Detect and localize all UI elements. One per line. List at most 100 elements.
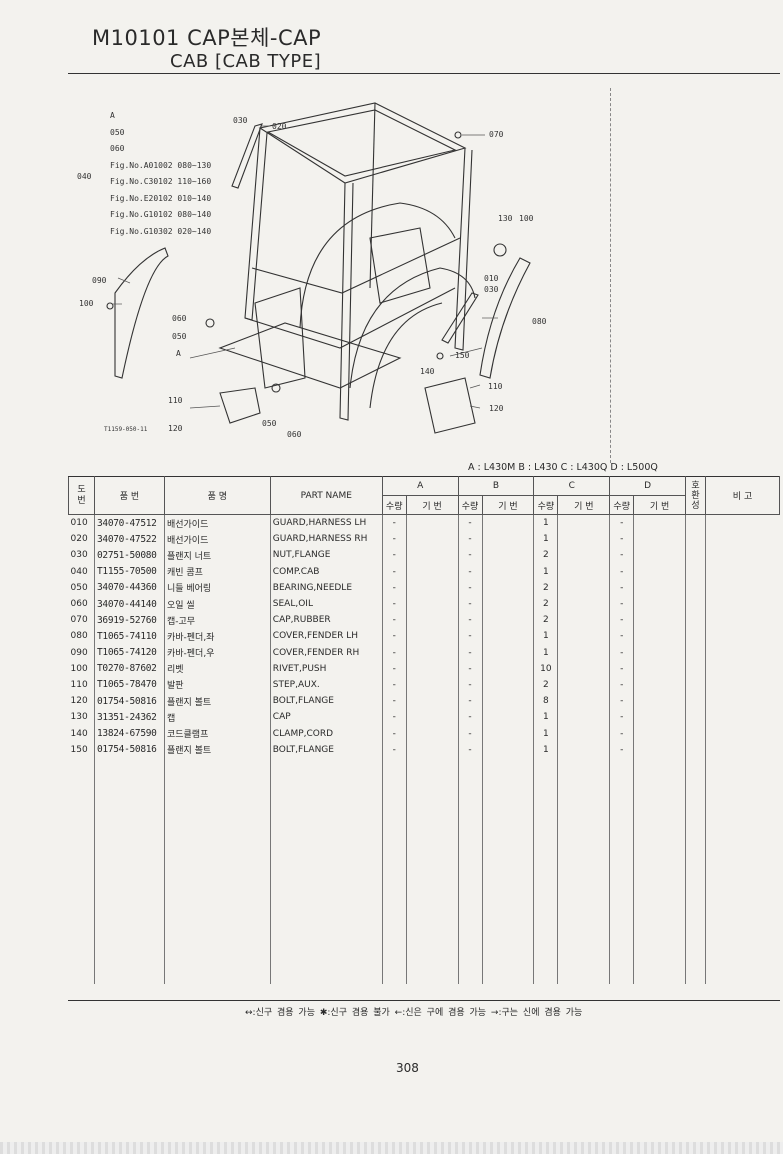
- row-part-name: BOLT,FLANGE: [269, 693, 383, 710]
- row-a-qty: -: [381, 741, 407, 758]
- row-c-qty: 1: [533, 628, 558, 645]
- fig-ref-060: 060: [110, 144, 125, 153]
- page-subtitle: CAB [CAB TYPE]: [170, 51, 322, 72]
- col-a-qty: 수량: [381, 495, 407, 515]
- row-b-base: [481, 612, 534, 629]
- table-bottom-rule: [68, 1000, 780, 1001]
- row-a-base: [405, 514, 459, 532]
- row-part-name: GUARD,HARNESS RH: [269, 531, 383, 548]
- row-d-qty: -: [609, 612, 634, 629]
- callout-100-right: 100: [519, 214, 534, 223]
- row-c-base: [557, 741, 610, 758]
- filler-cell: [609, 757, 634, 984]
- row-b-qty: -: [457, 563, 483, 580]
- row-d-qty: -: [609, 741, 634, 758]
- col-b-qty: 수량: [457, 495, 483, 515]
- row-d-qty: -: [609, 514, 634, 532]
- row-compat: [685, 547, 706, 564]
- row-name-kr: 발판: [163, 676, 271, 694]
- row-name-kr: 니들 베어링: [163, 579, 271, 596]
- row-remarks: [705, 612, 780, 629]
- row-d-base: [633, 676, 686, 694]
- callout-A: A: [176, 349, 181, 358]
- col-c-base: 기 번: [557, 495, 611, 515]
- row-b-base: [481, 514, 534, 532]
- row-compat: [685, 709, 706, 726]
- fig-ref-a01002: Fig.No.A01002 080~130: [110, 160, 212, 170]
- row-part-no: 02751-50080: [93, 547, 165, 564]
- row-name-kr: 배선가이드: [163, 514, 271, 532]
- row-no: 080: [70, 631, 88, 642]
- row-c-base: [557, 612, 610, 629]
- col-part-name: PART NAME: [269, 476, 383, 515]
- row-c-base: [557, 725, 610, 742]
- filler-cell: [381, 757, 407, 984]
- row-remarks: [705, 514, 780, 532]
- row-b-base: [481, 628, 534, 645]
- col-remarks: 비 고: [705, 476, 780, 515]
- diagram-separator: [610, 88, 611, 463]
- row-b-qty: -: [457, 741, 483, 758]
- row-d-base: [633, 628, 686, 645]
- row-part-no: 34070-44140: [93, 595, 165, 613]
- row-d-base: [633, 644, 686, 661]
- row-name-kr: 플랜지 볼트: [163, 741, 271, 758]
- row-b-qty: -: [457, 514, 483, 532]
- fig-ref-g10102: Fig.No.G10102 080~140: [110, 210, 212, 219]
- row-b-base: [481, 660, 534, 677]
- row-part-name: BEARING,NEEDLE: [269, 579, 383, 596]
- col-d-qty: 수량: [609, 495, 635, 515]
- row-d-base: [633, 514, 686, 532]
- row-part-no: T1065-78470: [93, 676, 165, 694]
- row-part-no: T1155-70500: [93, 563, 165, 580]
- row-remarks: [705, 741, 780, 758]
- scan-edge: [0, 1142, 783, 1154]
- row-d-qty: -: [609, 563, 634, 580]
- row-part-name: COMP.CAB: [269, 563, 383, 580]
- row-b-base: [481, 709, 534, 726]
- row-compat: [685, 628, 706, 645]
- row-b-base: [481, 741, 534, 758]
- filler-cell: [269, 757, 383, 984]
- row-part-no: T1065-74110: [93, 628, 165, 645]
- row-a-qty: -: [381, 531, 407, 548]
- fig-ref-A: A: [110, 111, 115, 120]
- row-name-kr: 캐빈 콤프: [163, 563, 271, 580]
- page-title: M10101 CAP본체-CAP: [92, 26, 322, 50]
- row-name-kr: 캡-고무: [163, 612, 271, 629]
- col-no: 도 번: [68, 476, 95, 515]
- row-a-base: [405, 693, 459, 710]
- row-part-name: CAP,RUBBER: [269, 612, 383, 629]
- callout-080: 080: [532, 317, 547, 326]
- row-compat: [685, 531, 706, 548]
- row-b-qty: -: [457, 628, 483, 645]
- row-a-qty: -: [381, 563, 407, 580]
- row-a-qty: -: [381, 676, 407, 694]
- row-b-qty: -: [457, 612, 483, 629]
- callout-130: 130: [498, 214, 513, 223]
- row-name-kr: 배선가이드: [163, 531, 271, 548]
- col-b-base: 기 번: [481, 495, 535, 515]
- row-remarks: [705, 644, 780, 661]
- row-d-qty: -: [609, 693, 634, 710]
- row-a-qty: -: [381, 579, 407, 596]
- callout-150: 150: [455, 351, 470, 360]
- row-c-base: [557, 709, 610, 726]
- row-c-base: [557, 660, 610, 677]
- row-a-qty: -: [381, 514, 407, 532]
- model-legend: A : L430M B : L430 C : L430Q D : L500Q: [468, 462, 658, 473]
- row-a-base: [405, 595, 459, 613]
- row-a-qty: -: [381, 709, 407, 726]
- row-c-qty: 2: [533, 579, 558, 596]
- row-name-kr: 코드클램프: [163, 725, 271, 742]
- row-no: 050: [70, 582, 88, 593]
- filler-cell: [557, 757, 610, 984]
- row-no: 140: [70, 728, 88, 739]
- row-a-base: [405, 660, 459, 677]
- row-d-qty: -: [609, 709, 634, 726]
